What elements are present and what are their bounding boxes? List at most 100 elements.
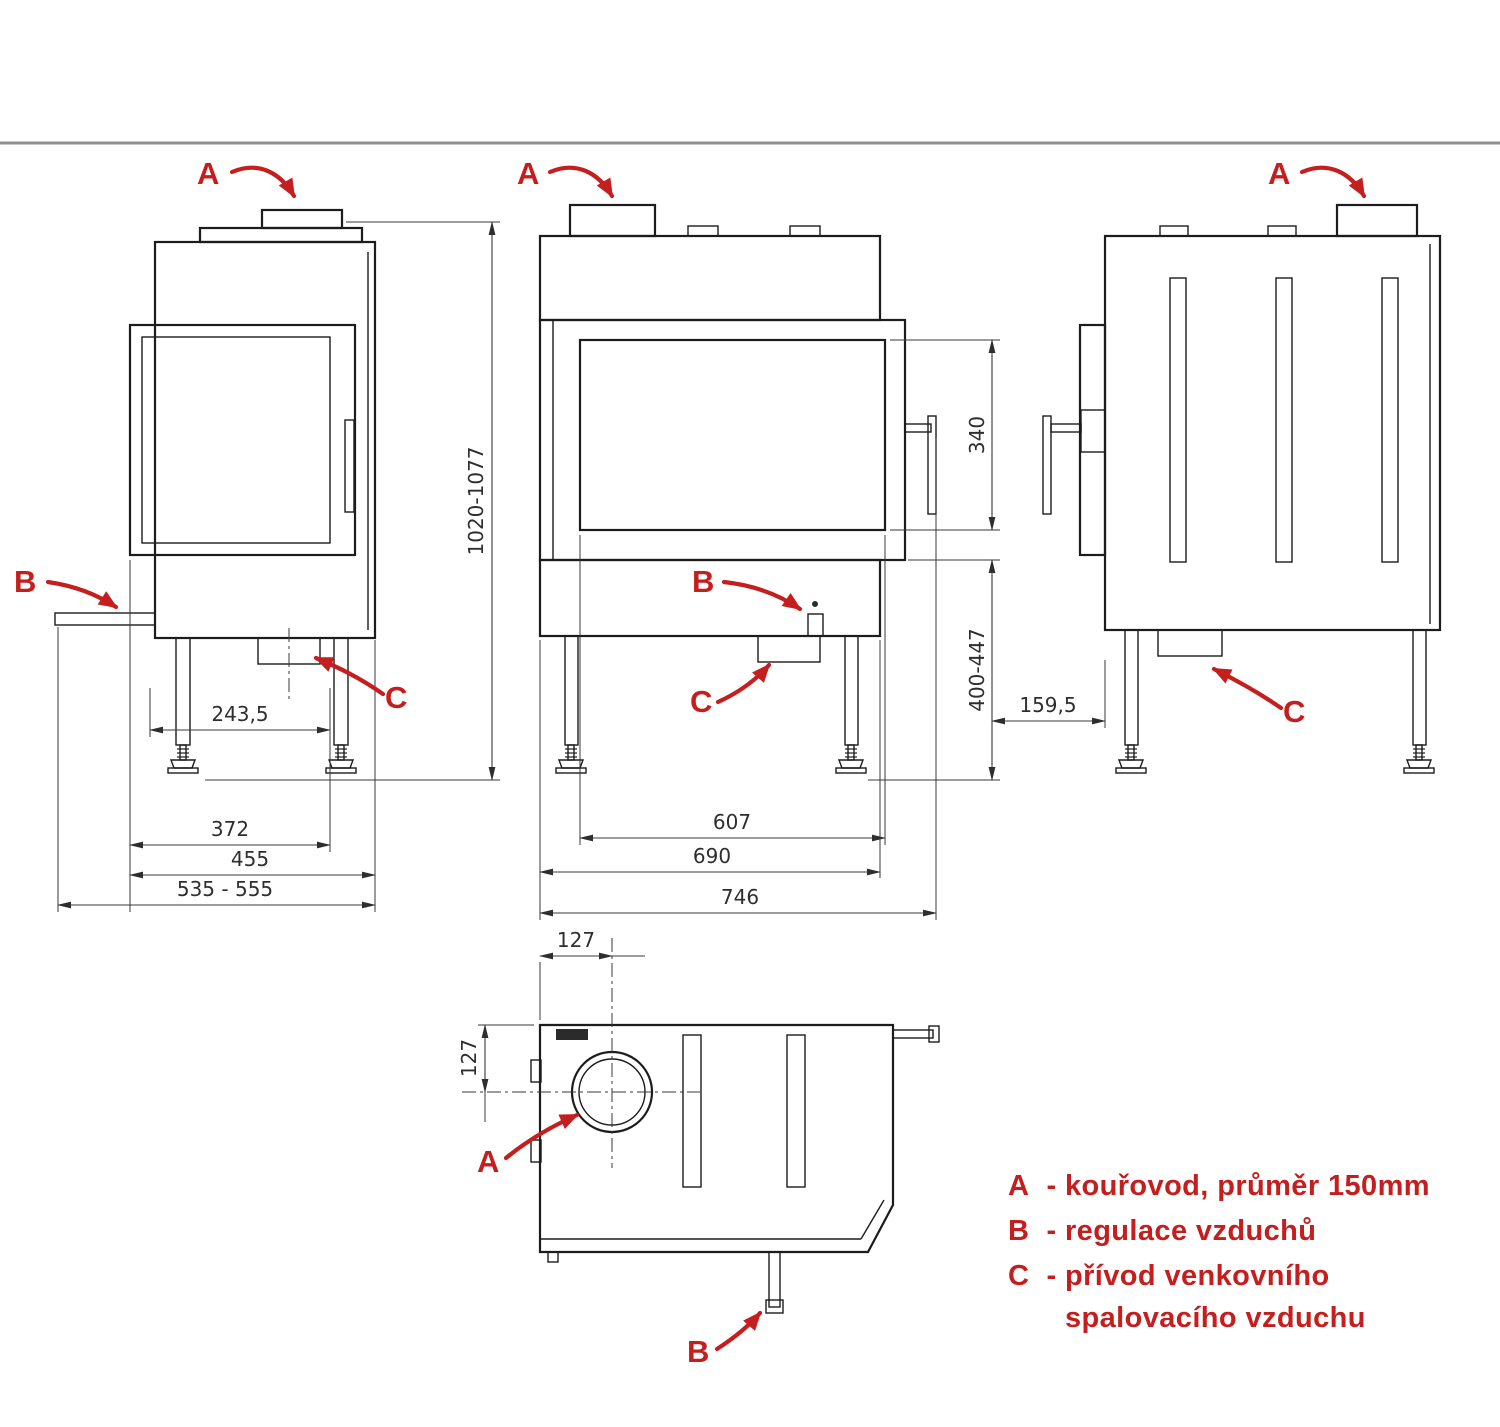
top-handle-end (928, 1025, 940, 1043)
arrow-a-side (229, 165, 297, 199)
marker-a-top: A (477, 1144, 499, 1179)
rear-air-intake (1157, 629, 1223, 657)
rear-flue-collar (1335, 203, 1419, 238)
side-air-regulation-pipe (54, 612, 156, 626)
arrow-b-front (721, 579, 803, 612)
side-top-plate (198, 226, 364, 244)
dim-front-glass-width: 607 (713, 810, 751, 834)
side-door-glass (141, 336, 331, 544)
side-door-handle (344, 419, 355, 513)
dim-side-width-total: 535 - 555 (177, 877, 273, 901)
side-leg-rear (333, 637, 349, 746)
legend-letter-c: C (1008, 1260, 1030, 1292)
marker-a-side: A (197, 156, 219, 191)
side-body (153, 240, 377, 640)
legend-letter-a: A (1008, 1170, 1030, 1202)
legend-letter-b: B (1008, 1215, 1030, 1247)
front-leg-left (564, 635, 579, 746)
rear-leg-right (1412, 629, 1427, 746)
dim-front-body-width: 690 (693, 844, 731, 868)
front-door-frame (538, 318, 907, 562)
legend-text-c: - přívod venkovního (1046, 1260, 1330, 1292)
dim-base-leg-height: 400-447 (965, 628, 989, 712)
front-flue-collar (568, 203, 657, 238)
arrow-b-top (714, 1310, 763, 1352)
rear-view (1042, 203, 1442, 774)
front-leg-right (844, 635, 859, 746)
top-handle-rod (892, 1029, 934, 1039)
top-view-dimensions: 127 127 (457, 928, 645, 1122)
rear-handle-bracket (1080, 409, 1106, 453)
side-view-dimensions: 243,5 372 455 535 - 555 1020-1077 (57, 221, 500, 912)
front-top-tab (789, 225, 821, 237)
dim-top-flue-x: 127 (557, 928, 595, 952)
arrow-c-side (313, 655, 386, 697)
top-air-pipe (768, 1251, 781, 1308)
marker-c-front: C (690, 684, 712, 719)
dim-side-width-body: 455 (231, 847, 269, 871)
dim-overall-height: 1020-1077 (464, 446, 488, 555)
top-slot (682, 1034, 702, 1188)
rear-convection-fin (1169, 277, 1187, 563)
arrow-a-top (503, 1112, 580, 1161)
top-air-pipe-fitting (765, 1299, 784, 1314)
rear-view-dimensions: 159,5 (991, 660, 1106, 728)
front-door-handle (927, 415, 937, 515)
front-handle-rod (904, 423, 932, 433)
top-corner-chamfer (860, 1199, 885, 1240)
marker-a-front: A (517, 156, 539, 191)
dim-front-total-width: 746 (721, 885, 759, 909)
legend-item-b: B - regulace vzduchů (1008, 1209, 1430, 1254)
marker-b-front: B (692, 564, 714, 599)
dim-side-width-inner: 243,5 (211, 702, 268, 726)
dim-rear-offset: 159,5 (1019, 693, 1076, 717)
side-flue-collar (260, 208, 344, 230)
front-top-tab (687, 225, 719, 237)
top-outline (538, 1023, 895, 1254)
rear-top-tab (1267, 225, 1297, 237)
legend: A - kouřovod, průměr 150mm B - regulace … (1008, 1164, 1430, 1337)
marker-b-top: B (687, 1334, 709, 1369)
legend-text-c-continued: spalovacího vzduchu (1065, 1302, 1366, 1334)
front-air-control-valve (807, 613, 824, 637)
dim-top-flue-y: 127 (457, 1039, 481, 1077)
front-view (538, 203, 937, 774)
rear-convection-fin (1381, 277, 1399, 563)
annotations: A B C A B C A C A B (14, 156, 1367, 1369)
legend-item-c: C - přívod venkovního (1008, 1254, 1430, 1299)
arrow-b-side (45, 579, 119, 610)
front-upper-body (538, 234, 882, 322)
side-foot-front (167, 744, 199, 774)
rear-foot-right (1403, 744, 1435, 774)
front-base (538, 558, 882, 638)
marker-c-side: C (385, 680, 407, 715)
arrow-c-front (715, 662, 772, 705)
rear-convection-fin (1275, 277, 1293, 563)
side-door-frame (128, 323, 357, 557)
rear-door-edge (1078, 323, 1107, 557)
rear-top-tab (1159, 225, 1189, 237)
dim-glass-height: 340 (965, 416, 989, 454)
arrow-c-rear (1211, 666, 1284, 711)
legend-item-a: A - kouřovod, průměr 150mm (1008, 1164, 1430, 1209)
front-foot-right (835, 744, 867, 774)
top-hinge (530, 1139, 542, 1163)
arrow-a-front (547, 165, 615, 199)
arrow-a-rear (1299, 165, 1367, 199)
rear-body (1103, 234, 1442, 632)
legend-text-b: - regulace vzduchů (1046, 1215, 1317, 1247)
rear-leg-left (1124, 629, 1139, 746)
legend-item-c-continued: spalovacího vzduchu (1008, 1299, 1430, 1337)
rear-handle-rod (1050, 423, 1082, 433)
top-slot (786, 1034, 806, 1188)
marker-c-rear: C (1283, 694, 1305, 729)
front-air-intake (757, 635, 821, 663)
top-hinge (530, 1059, 542, 1083)
rear-door-handle (1042, 415, 1052, 515)
marker-a-rear: A (1268, 156, 1290, 191)
top-view (462, 938, 940, 1314)
side-view (54, 208, 377, 774)
front-valve-knob (812, 601, 818, 607)
legend-text-a: - kouřovod, průměr 150mm (1046, 1170, 1430, 1202)
